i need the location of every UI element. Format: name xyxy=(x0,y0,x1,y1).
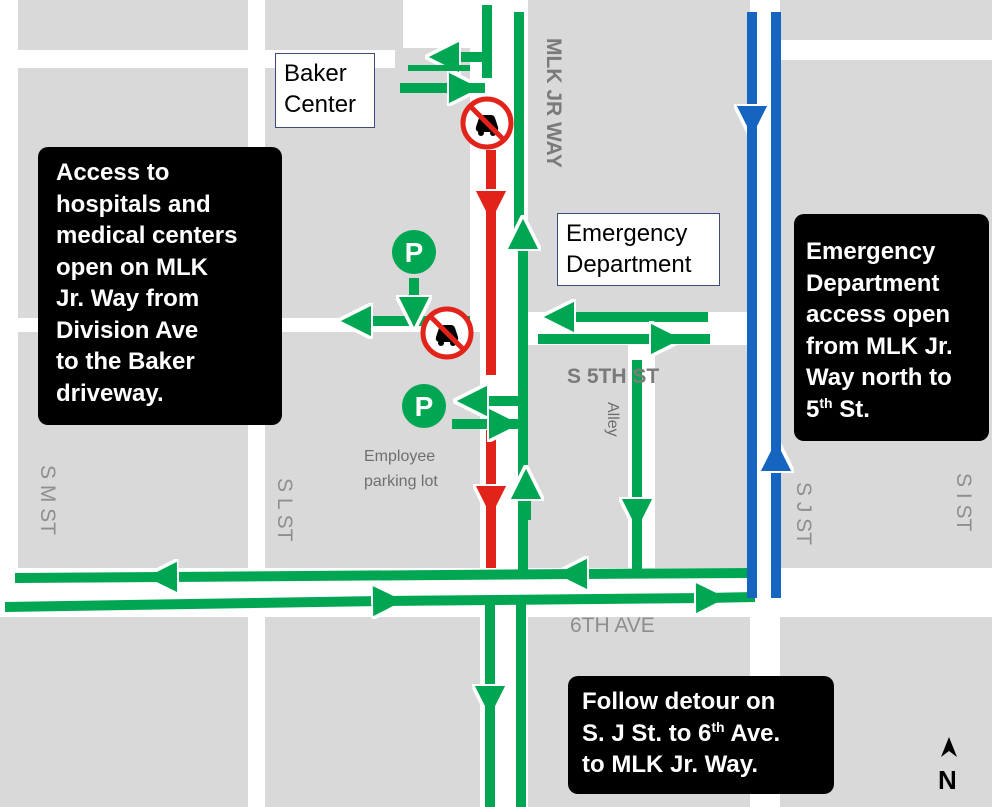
ed-route xyxy=(752,12,776,598)
ed-access-callout: Emergency Department access open from ML… xyxy=(794,214,989,441)
callout-line: Jr. Way from xyxy=(56,285,200,312)
callout-line: to the Baker xyxy=(56,348,195,375)
detour-segment xyxy=(704,592,756,603)
block xyxy=(265,0,403,50)
no-car-icon xyxy=(460,96,514,150)
emergency-department-label: Emergency Department xyxy=(557,213,720,286)
callout-line: Follow detour on xyxy=(582,688,776,715)
detour-routes xyxy=(4,5,756,807)
emergency-department-line: Department xyxy=(566,251,692,278)
detour-arrow-west xyxy=(168,574,579,577)
street-label-s-m: S M ST xyxy=(36,465,59,535)
north-arrow-glyph xyxy=(941,737,957,757)
block xyxy=(655,345,750,568)
parking-icon: P xyxy=(402,384,446,428)
baker-center-line: Center xyxy=(284,91,357,118)
detour-callout: Follow detour on S. J St. to 6th Ave. to… xyxy=(568,676,834,794)
employee-lot-label: Employee parking lot xyxy=(364,448,438,490)
callout-line: Way north to xyxy=(806,364,952,391)
street-label-s-5th: S 5TH ST xyxy=(567,365,659,388)
callout-line: to MLK Jr. Way. xyxy=(582,751,759,778)
street-label-mlk: MLK JR WAY xyxy=(542,38,565,168)
detour-arrow-east xyxy=(4,601,382,607)
callout-line: Emergency xyxy=(806,238,936,265)
callout-line: Access to xyxy=(56,159,170,186)
street-label-s-j: S J ST xyxy=(792,482,815,545)
callout-line: S. J St. to 6th Ave. xyxy=(582,718,820,750)
callout-line: access open xyxy=(806,301,951,328)
parking-icon: P xyxy=(392,230,436,274)
block xyxy=(0,617,248,807)
callout-text: 5 xyxy=(806,395,820,423)
street-label-s-l: S L ST xyxy=(273,478,296,542)
callout-line: hospitals and xyxy=(56,190,211,218)
detour-arrow-east xyxy=(381,598,705,601)
callout-line: 5th St. xyxy=(806,394,977,426)
callout-line: Department xyxy=(806,269,940,297)
svg-text:Employee: Employee xyxy=(364,448,435,465)
access-callout: Access to hospitals and medical centers … xyxy=(38,147,282,425)
detour-segment xyxy=(14,572,169,583)
north-arrow-icon: N xyxy=(934,735,964,795)
svg-text:P: P xyxy=(415,391,434,422)
callout-line: from MLK Jr. xyxy=(806,332,953,360)
callout-text: St. xyxy=(832,395,870,423)
callout-line: driveway. xyxy=(56,379,164,407)
callout-text: S. J St. to 6 xyxy=(582,719,712,747)
street-label-s-i: S I ST xyxy=(952,473,975,532)
detour-arrow-west xyxy=(578,573,756,574)
no-car-icon xyxy=(420,306,474,360)
baker-center-label: Baker Center xyxy=(275,53,375,128)
svg-text:parking lot: parking lot xyxy=(364,473,438,490)
callout-superscript: th xyxy=(711,718,725,735)
block xyxy=(18,0,248,50)
street-label-6th-ave: 6TH AVE xyxy=(570,614,655,637)
emergency-department-line: Emergency xyxy=(566,220,688,247)
callout-superscript: th xyxy=(819,394,833,411)
alley-label: Alley xyxy=(604,402,621,437)
block xyxy=(265,617,480,807)
callout-line: Division Ave xyxy=(56,316,199,344)
north-label: N xyxy=(938,765,957,795)
svg-text:P: P xyxy=(405,237,424,268)
callout-text: Ave. xyxy=(724,719,781,747)
callout-line: open on MLK xyxy=(56,253,208,281)
callout-line: medical centers xyxy=(56,222,238,249)
block xyxy=(528,345,628,568)
block xyxy=(780,0,992,40)
baker-center-line: Baker xyxy=(284,60,347,87)
